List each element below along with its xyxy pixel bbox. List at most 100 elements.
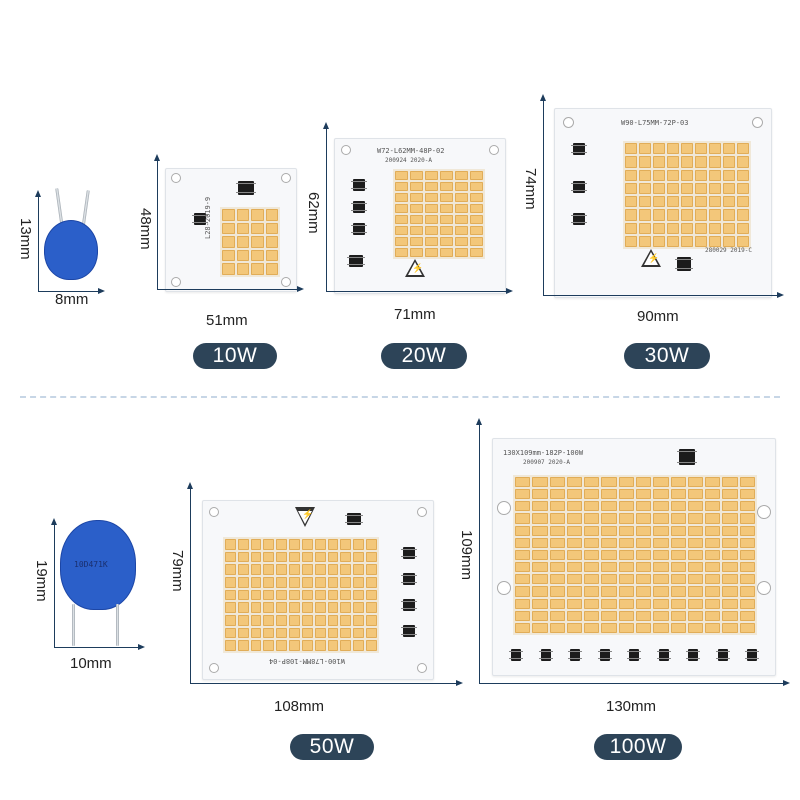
- led-chip: [251, 236, 264, 248]
- led-chip: [705, 586, 721, 597]
- board-20w-height: 62mm: [305, 192, 322, 234]
- led-chip: [366, 602, 377, 613]
- led-chip: [601, 549, 617, 561]
- led-chip: [739, 549, 755, 561]
- led-chip: [340, 602, 352, 613]
- led-chip: [251, 222, 264, 235]
- led-chip: [532, 525, 548, 536]
- led-chip: [705, 598, 721, 609]
- led-chip: [289, 576, 300, 588]
- led-chip: [250, 589, 262, 601]
- led-chip: [670, 537, 686, 548]
- led-chip: [225, 614, 236, 626]
- led-chip: [667, 209, 679, 221]
- led-chip: [549, 610, 565, 621]
- led-chip: [250, 551, 262, 563]
- led-chip: [639, 156, 651, 168]
- mount-hole: [417, 663, 427, 673]
- led-array: [393, 169, 485, 259]
- led-chip: [601, 525, 617, 536]
- driver-ic: [345, 513, 363, 525]
- driver-ic: [509, 649, 523, 661]
- led-chip: [265, 222, 278, 235]
- led-chip: [237, 564, 249, 575]
- led-chip: [601, 477, 617, 488]
- led-chip: [681, 196, 693, 208]
- led-chip: [327, 539, 339, 550]
- led-chip: [440, 182, 453, 191]
- dimension-arrow: [138, 644, 145, 650]
- dimension-arrow: [783, 680, 790, 686]
- led-chip: [276, 539, 288, 550]
- led-chip: [625, 156, 637, 168]
- led-chip: [635, 549, 652, 561]
- small-varistor: [36, 182, 108, 292]
- led-chip: [639, 196, 651, 208]
- led-chip: [470, 204, 483, 213]
- led-chip: [237, 614, 249, 626]
- led-chip: [625, 143, 637, 155]
- led-chip: [410, 248, 423, 257]
- led-chip: [470, 237, 483, 246]
- led-chip: [687, 501, 704, 512]
- varistor-disc: [44, 220, 98, 280]
- driver-ic: [347, 255, 365, 267]
- led-chip: [353, 589, 365, 601]
- dimension-line: [38, 291, 100, 292]
- led-chip: [470, 248, 483, 257]
- led-chip: [625, 169, 637, 181]
- led-chip: [353, 564, 365, 575]
- led-chip: [723, 169, 735, 181]
- watt-badge-10w: 10W: [193, 343, 277, 369]
- led-chip: [618, 525, 634, 536]
- led-chip: [314, 640, 326, 651]
- led-chip: [635, 513, 652, 524]
- led-chip: [618, 574, 634, 585]
- led-chip: [366, 576, 377, 588]
- led-chip: [618, 610, 634, 621]
- led-chip: [263, 589, 275, 601]
- dimension-line: [190, 683, 458, 684]
- led-chip: [353, 627, 365, 639]
- led-chip: [737, 235, 749, 247]
- led-chip: [455, 171, 468, 180]
- led-chip: [653, 574, 669, 585]
- led-chip: [670, 622, 686, 633]
- led-chip: [687, 525, 704, 536]
- driver-ic: [571, 143, 587, 155]
- high-voltage-icon: ⚡: [412, 263, 424, 273]
- led-chip: [723, 196, 735, 208]
- led-chip: [667, 196, 679, 208]
- led-chip: [410, 193, 423, 202]
- board-silkscreen: 200924 2020-A: [385, 157, 432, 164]
- warning-triangle-icon: [295, 507, 315, 527]
- led-chip: [618, 489, 634, 500]
- led-chip: [670, 610, 686, 621]
- led-chip: [687, 513, 704, 524]
- led-chip: [739, 513, 755, 524]
- led-chip: [670, 477, 686, 488]
- led-chip: [584, 525, 600, 536]
- led-chip: [327, 576, 339, 588]
- led-chip: [639, 169, 651, 181]
- led-chip: [722, 586, 738, 597]
- led-chip: [289, 614, 300, 626]
- led-chip: [653, 477, 669, 488]
- dimension-arrow: [323, 122, 329, 129]
- watt-badge-30w: 30W: [624, 343, 710, 369]
- led-chip: [739, 489, 755, 500]
- led-chip: [695, 156, 707, 168]
- led-chip: [532, 477, 548, 488]
- led-chip: [425, 182, 438, 191]
- led-chip: [566, 610, 583, 621]
- led-chip: [515, 525, 531, 536]
- led-chip: [687, 622, 704, 633]
- led-chip: [301, 640, 313, 651]
- led-chip: [532, 598, 548, 609]
- led-chip: [670, 501, 686, 512]
- dimension-line: [479, 424, 480, 684]
- board-20w-width: 71mm: [394, 306, 436, 323]
- board-50w-width: 108mm: [274, 698, 325, 715]
- led-chip: [327, 640, 339, 651]
- board-silkscreen: W72-L62MM-48P-02: [377, 147, 445, 155]
